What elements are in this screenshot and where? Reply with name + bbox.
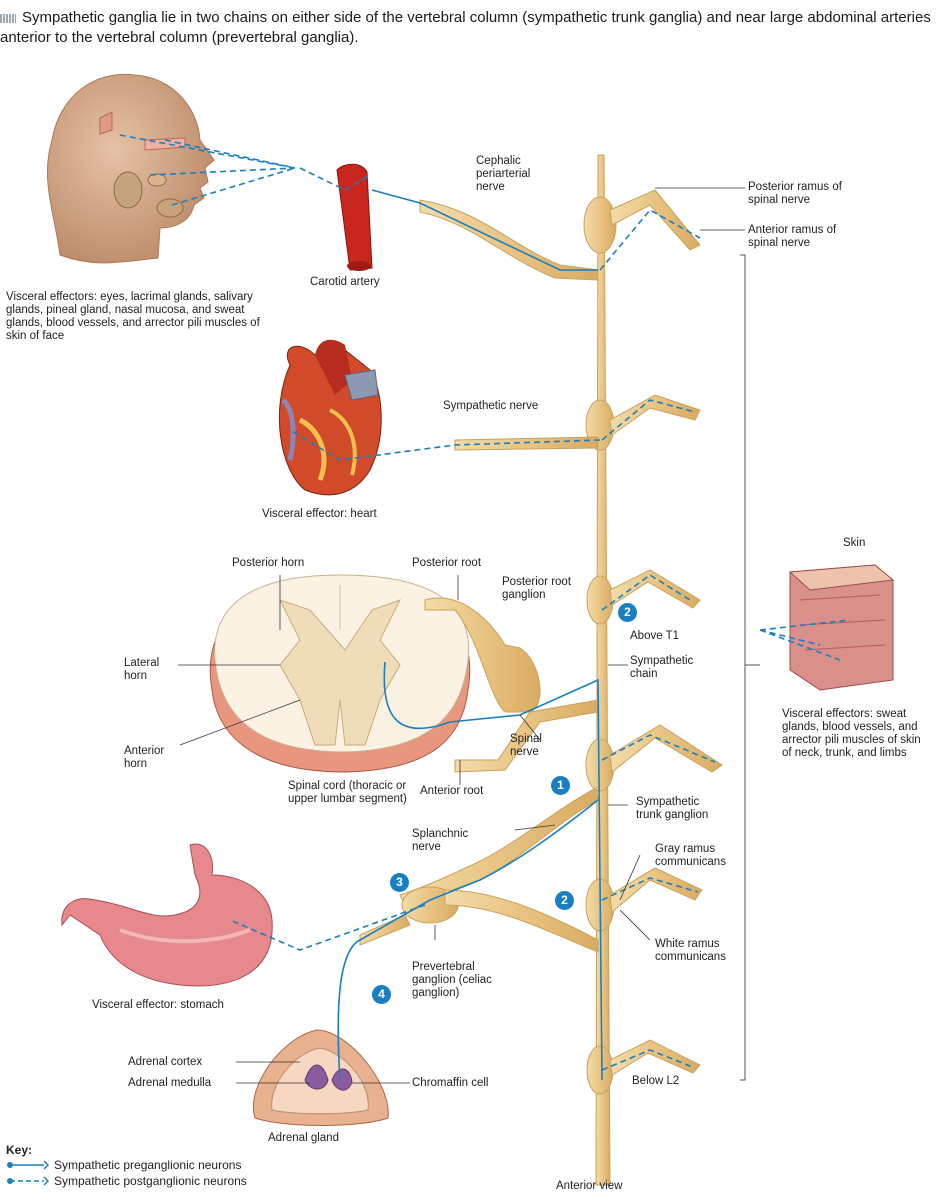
step-1-marker: 1 xyxy=(551,776,570,795)
label-below-l2: Below L2 xyxy=(632,1075,680,1087)
label-chromaffin-cell: Chromaffin cell xyxy=(412,1077,489,1089)
adrenal-gland-illustration xyxy=(253,1029,389,1126)
label-anterior-horn: Anterior horn xyxy=(124,745,165,770)
label-adrenal-medulla: Adrenal medulla xyxy=(128,1077,212,1089)
label-adrenal-gland: Adrenal gland xyxy=(268,1132,339,1144)
label-carotid-artery: Carotid artery xyxy=(310,276,380,288)
skin-illustration xyxy=(788,564,895,691)
heart-illustration xyxy=(278,339,382,496)
label-adrenal-cortex: Adrenal cortex xyxy=(128,1056,203,1068)
label-gray-ramus: Gray ramus communicans xyxy=(655,843,726,868)
label-sympathetic-chain: Sympathetic chain xyxy=(630,655,694,680)
preganglionic-line-icon xyxy=(7,1160,49,1170)
label-anterior-root: Anterior root xyxy=(420,785,484,797)
label-spinal-cord: Spinal cord (thoracic or upper lumbar se… xyxy=(288,780,407,805)
label-visceral-head: Visceral effectors: eyes, lacrimal gland… xyxy=(6,291,260,342)
region-brackets xyxy=(740,254,760,1081)
label-posterior-root-ganglion: Posterior root ganglion xyxy=(502,576,572,601)
label-visceral-heart: Visceral effector: heart xyxy=(262,508,377,520)
label-spinal-nerve: Spinal nerve xyxy=(510,733,542,758)
step-3-marker: 3 xyxy=(390,873,409,892)
label-posterior-ramus: Posterior ramus of spinal nerve xyxy=(748,181,842,206)
key-title: Key: xyxy=(6,1143,33,1157)
key-preganglionic: Sympathetic preganglionic neurons xyxy=(6,1158,241,1172)
postganglionic-line-icon xyxy=(7,1176,49,1186)
step-2-marker: 2 xyxy=(555,891,574,910)
caption-bullet-icon xyxy=(0,13,16,23)
label-splanchnic-nerve: Splanchnic nerve xyxy=(412,828,469,853)
label-sympathetic-nerve: Sympathetic nerve xyxy=(443,400,539,412)
label-lateral-horn: Lateral horn xyxy=(124,657,160,682)
label-anterior-ramus: Anterior ramus of spinal nerve xyxy=(748,224,837,249)
carotid-artery xyxy=(336,163,373,271)
label-above-t1: Above T1 xyxy=(630,630,680,642)
label-white-ramus: White ramus communicans xyxy=(655,938,726,963)
label-anterior-view: Anterior view xyxy=(556,1180,623,1192)
sympathetic-chain xyxy=(359,154,723,1186)
label-visceral-stomach: Visceral effector: stomach xyxy=(92,999,224,1011)
neuron-pathways xyxy=(119,134,851,1081)
leader-lines xyxy=(178,187,745,1084)
caption: Sympathetic ganglia lie in two chains on… xyxy=(0,9,931,46)
label-skin: Skin xyxy=(843,537,866,549)
label-posterior-horn: Posterior horn xyxy=(232,557,305,569)
step-4-marker: 4 xyxy=(372,985,391,1004)
spinal-cord-illustration xyxy=(209,574,471,773)
key-postganglionic: Sympathetic postganglionic neurons xyxy=(6,1174,247,1188)
label-cephalic-nerve: Cephalic periarterial nerve xyxy=(476,155,531,193)
label-visceral-skin: Visceral effectors: sweat glands, blood … xyxy=(782,708,921,759)
label-prevertebral-ganglion: Prevertebral ganglion (celiac ganglion) xyxy=(412,961,492,999)
head-illustration xyxy=(46,73,215,264)
stomach-illustration xyxy=(61,843,273,987)
step-2-marker: 2 xyxy=(618,603,637,622)
label-posterior-root: Posterior root xyxy=(412,557,482,569)
label-trunk-ganglion: Sympathetic trunk ganglion xyxy=(636,796,709,821)
